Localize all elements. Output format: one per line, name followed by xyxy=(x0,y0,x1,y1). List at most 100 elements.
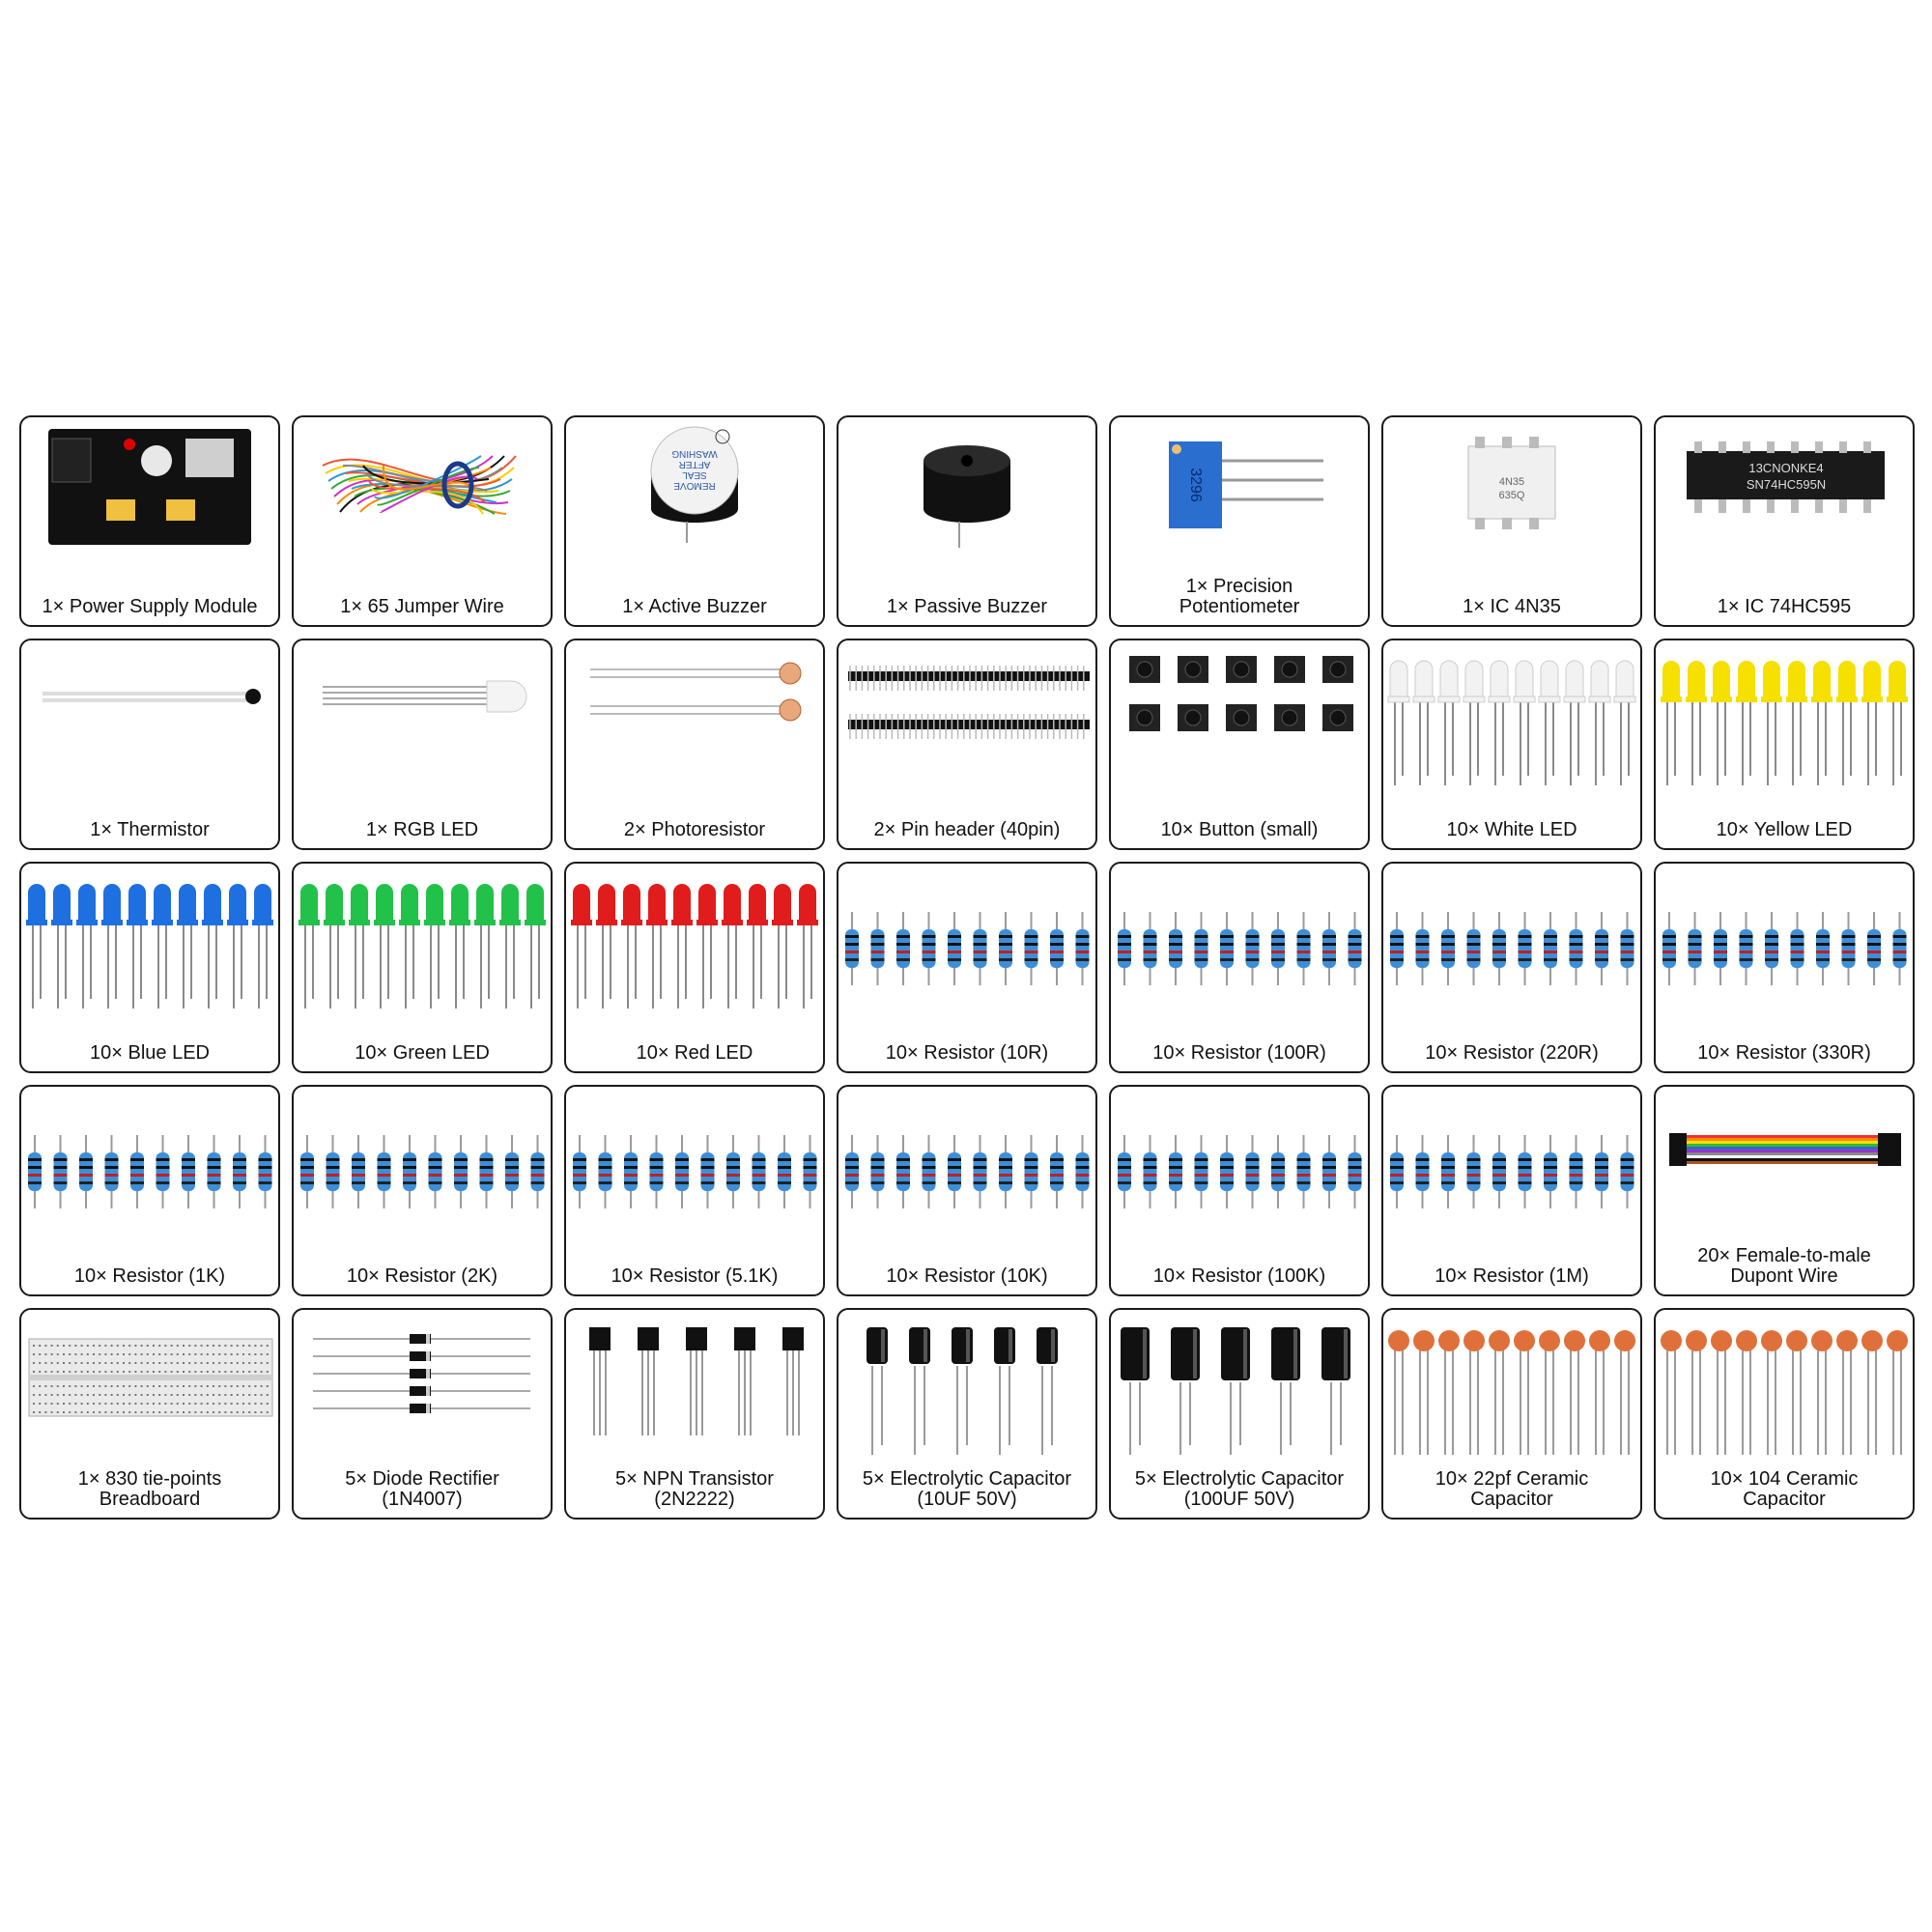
card-label: 10× Resistor (1K) xyxy=(73,1265,226,1287)
card-label: 10× Resistor (100K) xyxy=(1152,1265,1326,1287)
svg-text:3296: 3296 xyxy=(1187,468,1204,502)
card-label: 10× White LED xyxy=(1446,819,1577,840)
thermistor-icon xyxy=(43,689,261,704)
card-label: 10× Resistor (5.1K) xyxy=(611,1265,779,1287)
card-label: 10× Red LED xyxy=(636,1042,753,1064)
resistor-icon xyxy=(573,1135,817,1208)
card-electrolytic-cap-10uf: 5× Electrolytic Capacitor (10UF 50V) xyxy=(837,1308,1097,1520)
resistor-icon xyxy=(28,1135,272,1208)
svg-text:SEAL: SEAL xyxy=(682,469,707,480)
card-label: 5× NPN Transistor (2N2222) xyxy=(615,1468,774,1510)
card-label: 1× 830 tie-points Breadboard xyxy=(77,1468,222,1510)
card-ceramic-cap-104: 10× 104 Ceramic Capacitor xyxy=(1654,1308,1915,1520)
card-label: 1× Active Buzzer xyxy=(622,596,767,617)
card-label: 1× 65 Jumper Wire xyxy=(340,596,504,617)
card-label: 10× Blue LED xyxy=(90,1042,210,1064)
card-diode-rectifier: 5× Diode Rectifier (1N4007) xyxy=(292,1308,553,1520)
card-npn-transistor: 5× NPN Transistor (2N2222) xyxy=(564,1308,825,1520)
card-label: 1× RGB LED xyxy=(365,819,479,840)
card-white-led: 10× White LED xyxy=(1381,639,1642,850)
svg-text:13CNONKE4: 13CNONKE4 xyxy=(1748,461,1823,475)
breadboard-icon xyxy=(28,1338,273,1417)
tactile-button-icon xyxy=(1129,656,1353,731)
card-resistor-10k: 10× Resistor (10K) xyxy=(837,1085,1097,1296)
card-label: 1× Precision Potentiometer xyxy=(1179,576,1300,617)
card-label: 10× Resistor (1M) xyxy=(1435,1265,1589,1287)
resistor-icon xyxy=(845,1135,1090,1208)
rgb-led-icon xyxy=(323,680,527,713)
svg-text:AFTER: AFTER xyxy=(679,459,711,469)
card-button-small: 10× Button (small) xyxy=(1109,639,1370,850)
svg-text:REMOVE: REMOVE xyxy=(673,480,716,491)
pin-header-icon xyxy=(848,666,1090,739)
resistor-icon xyxy=(1118,1135,1362,1208)
card-label: 1× IC 74HC595 xyxy=(1717,596,1852,617)
card-jumper-wire: 1× 65 Jumper Wire xyxy=(292,415,553,627)
card-label: 10× 104 Ceramic Capacitor xyxy=(1710,1468,1859,1510)
card-precision-potentiometer: 3296 1× Precision Potentiometer xyxy=(1109,415,1370,627)
red-led-icon xyxy=(571,884,818,1009)
card-label: 20× Female-to-male Dupont Wire xyxy=(1697,1245,1871,1287)
blue-led-icon xyxy=(26,884,273,1009)
jumper-wire-bundle-icon xyxy=(322,455,517,515)
card-yellow-led: 10× Yellow LED xyxy=(1654,639,1915,850)
card-resistor-5-1k: 10× Resistor (5.1K) xyxy=(564,1085,825,1296)
svg-text:635Q: 635Q xyxy=(1499,490,1525,501)
card-label: 10× Resistor (2K) xyxy=(346,1265,498,1287)
svg-text:4N35: 4N35 xyxy=(1499,476,1524,488)
card-label: 10× Yellow LED xyxy=(1716,819,1853,840)
card-label: 5× Electrolytic Capacitor (100UF 50V) xyxy=(1134,1468,1345,1510)
power-supply-board-icon xyxy=(48,429,251,545)
resistor-icon xyxy=(1118,912,1362,985)
card-red-led: 10× Red LED xyxy=(564,862,825,1073)
card-pin-header: 2× Pin header (40pin) xyxy=(837,639,1097,850)
card-label: 10× Resistor (10K) xyxy=(886,1265,1048,1287)
white-led-icon xyxy=(1387,660,1636,785)
passive-buzzer-icon xyxy=(923,445,1010,548)
card-label: 1× Passive Buzzer xyxy=(886,596,1048,617)
card-label: 1× Thermistor xyxy=(90,819,210,840)
card-photoresistor: 2× Photoresistor xyxy=(564,639,825,850)
card-label: 5× Diode Rectifier (1N4007) xyxy=(345,1468,499,1510)
card-label: 10× Resistor (220R) xyxy=(1425,1042,1599,1064)
ceramic-capacitor-icon xyxy=(1388,1330,1635,1455)
card-resistor-2k: 10× Resistor (2K) xyxy=(292,1085,553,1296)
card-resistor-330r: 10× Resistor (330R) xyxy=(1654,862,1915,1073)
card-label: 10× Resistor (10R) xyxy=(885,1042,1049,1064)
card-resistor-100k: 10× Resistor (100K) xyxy=(1109,1085,1370,1296)
electrolytic-capacitor-small-icon xyxy=(867,1327,1058,1455)
card-label: 10× Resistor (330R) xyxy=(1697,1042,1871,1064)
card-resistor-10r: 10× Resistor (10R) xyxy=(837,862,1097,1073)
photoresistor-icon xyxy=(590,662,802,722)
yellow-led-icon xyxy=(1661,661,1908,785)
card-ceramic-cap-22pf: 10× 22pf Ceramic Capacitor xyxy=(1381,1308,1642,1520)
card-green-led: 10× Green LED xyxy=(292,862,553,1073)
svg-text:WASHING: WASHING xyxy=(671,448,718,459)
svg-text:SN74HC595N: SN74HC595N xyxy=(1747,477,1826,492)
component-grid: 1× Power Supply Module 1× 65 Jumper Wire R… xyxy=(19,415,1915,1521)
card-dupont-wire: 20× Female-to-male Dupont Wire xyxy=(1654,1085,1915,1296)
green-led-icon xyxy=(298,884,546,1009)
trimpot-icon: 3296 xyxy=(1169,441,1323,528)
card-electrolytic-cap-100uf: 5× Electrolytic Capacitor (100UF 50V) xyxy=(1109,1308,1370,1520)
transistor-icon xyxy=(589,1327,804,1435)
resistor-icon xyxy=(845,912,1090,985)
resistor-icon xyxy=(300,1135,545,1208)
card-label: 1× Power Supply Module xyxy=(42,596,258,617)
card-blue-led: 10× Blue LED xyxy=(19,862,280,1073)
card-resistor-1m: 10× Resistor (1M) xyxy=(1381,1085,1642,1296)
card-thermistor: 1× Thermistor xyxy=(19,639,280,850)
card-label: 10× Green LED xyxy=(355,1042,490,1064)
card-breadboard: 1× 830 tie-points Breadboard xyxy=(19,1308,280,1520)
card-rgb-led: 1× RGB LED xyxy=(292,639,553,850)
card-passive-buzzer: 1× Passive Buzzer xyxy=(837,415,1097,627)
card-label: 10× 22pf Ceramic Capacitor xyxy=(1435,1468,1589,1510)
ribbon-cable-icon xyxy=(1669,1133,1901,1166)
electrolytic-capacitor-large-icon xyxy=(1121,1327,1350,1455)
card-label: 2× Pin header (40pin) xyxy=(873,819,1061,840)
card-resistor-100r: 10× Resistor (100R) xyxy=(1109,862,1370,1073)
